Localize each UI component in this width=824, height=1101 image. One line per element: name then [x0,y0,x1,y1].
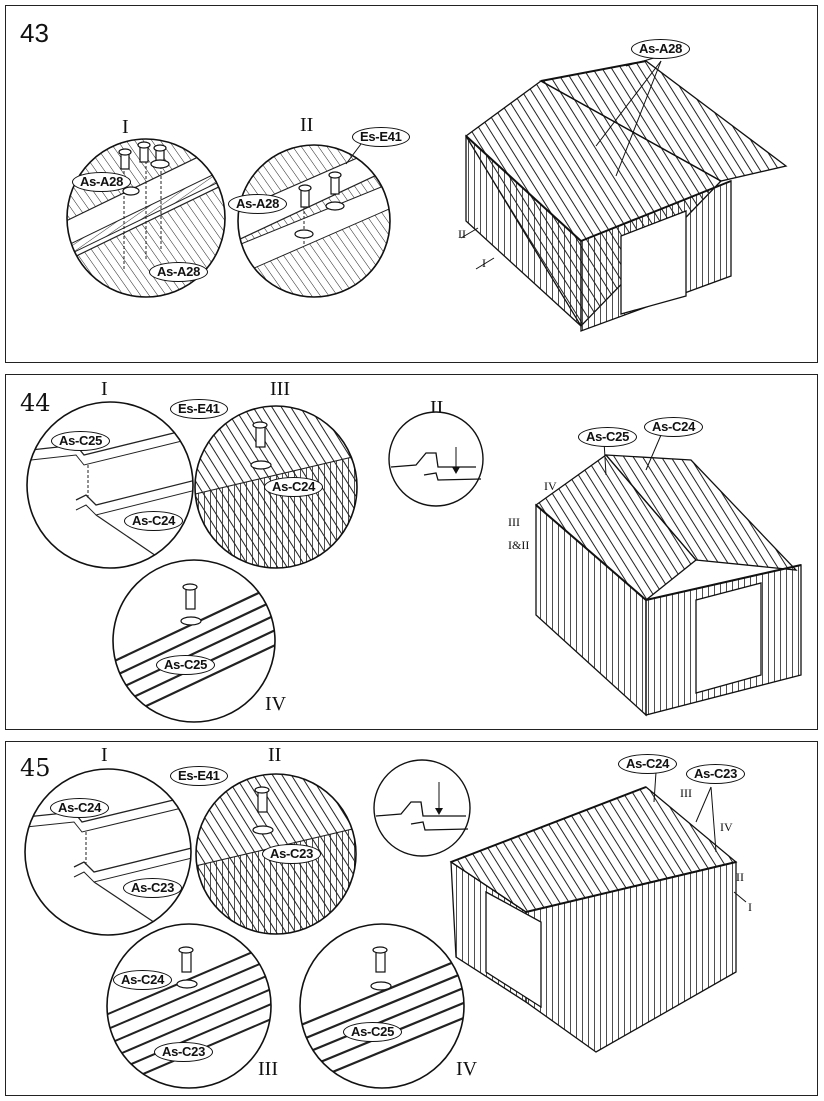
part-label: Es-E41 [352,127,410,147]
step-number: 43 [20,18,49,48]
callout-label: IV [544,479,557,493]
detail-label-ii: II [268,744,282,766]
step-43-panel: 43 I II [5,5,818,363]
part-label: As-C23 [154,1042,213,1062]
step-number: 44 [20,389,51,417]
part-label: As-C24 [113,970,172,990]
part-label: As-C25 [578,427,637,447]
screw-icon [250,421,272,470]
detail-i-drawing [30,429,193,568]
part-label: Es-E41 [170,766,228,786]
detail-label-ii: II [300,114,314,136]
shed-drawing [534,454,802,717]
screw-icon [252,786,274,835]
callout-label: I&II [508,538,530,552]
detail-label-iii: III [270,378,290,400]
part-label: As-C25 [343,1022,402,1042]
detail-label-i: I [101,378,108,400]
callout-label: III [508,515,520,529]
part-label: As-A28 [631,39,690,59]
step-45-panel: 45 I II III IV [5,741,818,1096]
callout-label: III [680,786,692,800]
arrow-down-icon [452,467,460,474]
step-43-illustration [66,57,788,332]
callout-label: IV [720,820,733,834]
callout-label: I [748,900,752,914]
detail-label-i: I [122,116,129,138]
callout-label: II [458,227,466,241]
detail-i-drawing [67,139,225,297]
arrow-down-icon [435,808,443,815]
screw-icon [118,141,170,196]
screw-icon [370,946,392,991]
detail-ii-drawing [238,145,390,297]
screw-icon [176,946,198,989]
detail-label-i: I [101,744,108,766]
screw-icon [294,171,345,239]
part-label: As-A28 [72,172,131,192]
part-label: As-C23 [262,844,321,864]
part-label: Es-E41 [170,399,228,419]
shed-drawing [449,786,738,1053]
detail-label-iv: IV [456,1058,478,1080]
part-label: As-C25 [156,655,215,675]
part-label: As-C25 [51,431,110,451]
part-label: As-C24 [264,477,323,497]
part-label: As-A28 [228,194,287,214]
part-label: As-C24 [644,417,703,437]
part-label: As-C24 [618,754,677,774]
step-44-panel: 44 I III II IV [5,374,818,730]
detail-label-iii: III [258,1058,278,1080]
detail-ii-drawing [388,411,484,507]
screw-icon [180,583,202,626]
shed-drawing [465,60,788,332]
part-label: As-C24 [50,798,109,818]
callout-label: I [482,256,486,270]
callout-label: II [736,870,744,884]
part-label: As-C23 [686,764,745,784]
detail-label-iv: IV [265,693,287,715]
part-label: As-A28 [149,262,208,282]
step-number: 45 [20,754,51,782]
step-45-illustration [24,759,747,1089]
part-label: As-C24 [124,511,183,531]
part-label: As-C23 [123,878,182,898]
